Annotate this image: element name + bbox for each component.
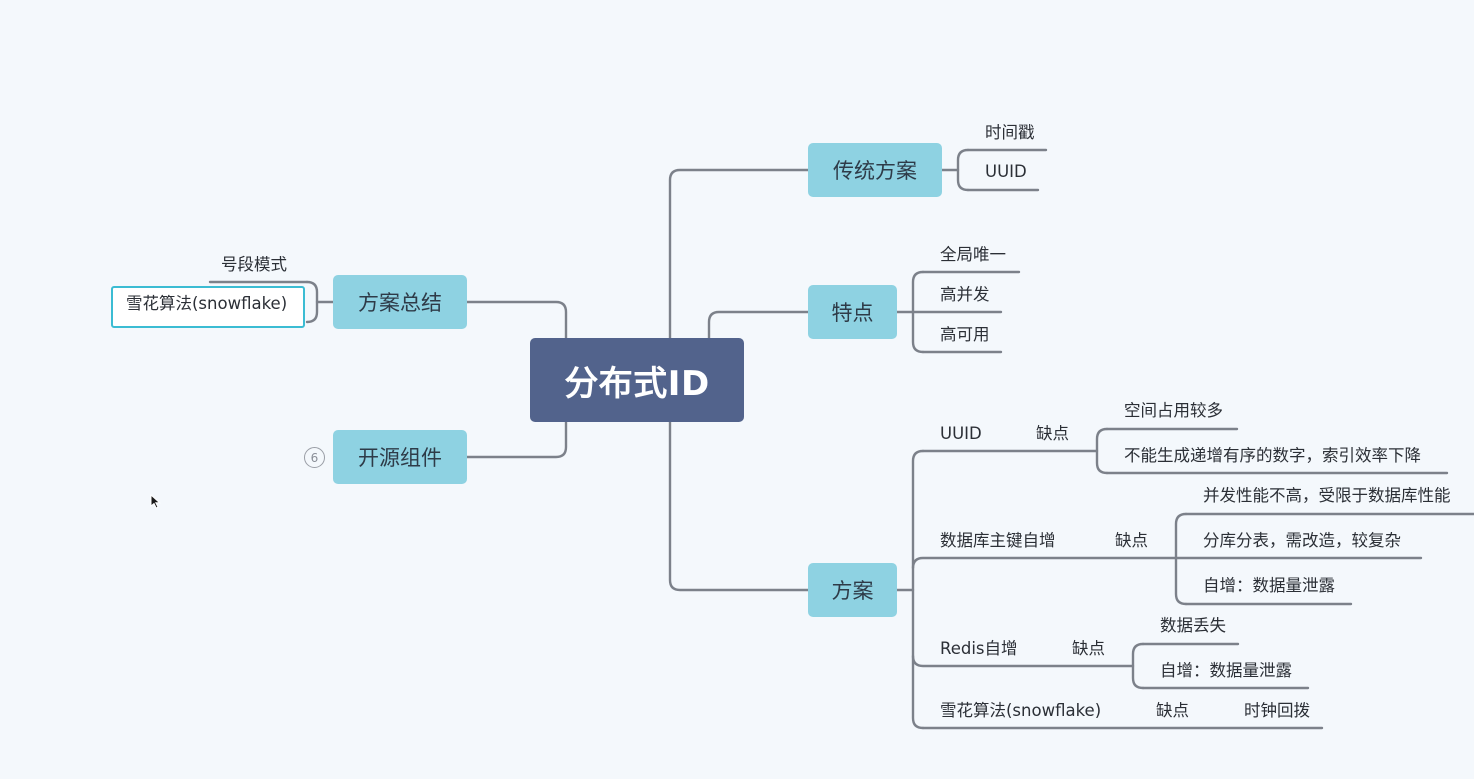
connector-traditional xyxy=(668,168,810,340)
connector-summary xyxy=(465,300,568,340)
leaf-global-unique[interactable]: 全局唯一 xyxy=(940,245,1006,264)
collapsed-count-badge[interactable]: 6 xyxy=(304,447,325,468)
selected-topic-frame[interactable] xyxy=(111,286,305,328)
underline-db-row xyxy=(911,556,1178,570)
topic-features[interactable]: 特点 xyxy=(808,285,897,339)
scheme-redis[interactable]: Redis自增 xyxy=(940,639,1018,658)
db-con-sharding[interactable]: 分库分表，需改造，较复杂 xyxy=(1203,531,1401,550)
leaf-high-concurrency[interactable]: 高并发 xyxy=(940,285,990,304)
central-topic[interactable]: 分布式ID xyxy=(530,338,744,422)
underline-redis-row xyxy=(911,654,1135,668)
connector-features xyxy=(707,310,810,340)
scheme-uuid-cons-label[interactable]: 缺点 xyxy=(1036,424,1069,443)
connector-schemes xyxy=(668,420,810,592)
db-con-leak[interactable]: 自增：数据量泄露 xyxy=(1203,576,1335,595)
scheme-snowflake-cons-label[interactable]: 缺点 xyxy=(1156,701,1189,720)
connector-opensource xyxy=(465,420,568,459)
db-con-concurrency[interactable]: 并发性能不高，受限于数据库性能 xyxy=(1203,486,1451,505)
scheme-redis-cons-label[interactable]: 缺点 xyxy=(1072,639,1105,658)
scheme-db[interactable]: 数据库主键自增 xyxy=(940,531,1056,550)
snowflake-con-clock[interactable]: 时钟回拨 xyxy=(1244,701,1310,720)
topic-schemes[interactable]: 方案 xyxy=(808,563,897,617)
mouse-cursor-icon xyxy=(150,494,161,509)
redis-con-data-loss[interactable]: 数据丢失 xyxy=(1160,616,1226,635)
topic-traditional[interactable]: 传统方案 xyxy=(808,143,942,197)
topic-opensource[interactable]: 开源组件 xyxy=(333,430,467,484)
scheme-db-cons-label[interactable]: 缺点 xyxy=(1115,531,1148,550)
scheme-snowflake[interactable]: 雪花算法(snowflake) xyxy=(940,701,1102,720)
topic-summary[interactable]: 方案总结 xyxy=(333,275,467,329)
summary-snowflake[interactable]: 雪花算法(snowflake) xyxy=(126,294,288,313)
scheme-uuid[interactable]: UUID xyxy=(940,424,982,443)
summary-segment-mode[interactable]: 号段模式 xyxy=(221,255,287,274)
leaf-timestamp[interactable]: 时间戳 xyxy=(985,123,1035,142)
leaf-high-availability[interactable]: 高可用 xyxy=(940,325,990,344)
uuid-con-unordered[interactable]: 不能生成递增有序的数字，索引效率下降 xyxy=(1124,446,1421,465)
redis-con-leak[interactable]: 自增：数据量泄露 xyxy=(1160,661,1292,680)
uuid-con-space[interactable]: 空间占用较多 xyxy=(1124,401,1223,420)
leaf-uuid-traditional[interactable]: UUID xyxy=(985,162,1027,181)
